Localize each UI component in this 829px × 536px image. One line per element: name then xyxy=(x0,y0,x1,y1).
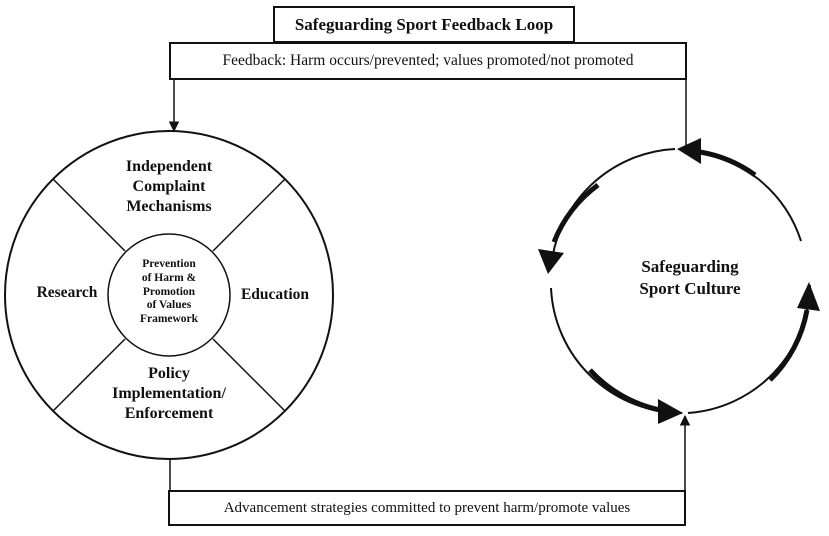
feedback-label: Feedback: Harm occurs/prevented; values … xyxy=(222,52,634,69)
culture-line-1: Safeguarding xyxy=(641,257,739,276)
culture-arc-upper xyxy=(689,150,802,242)
framework-inner-circle xyxy=(107,233,231,357)
center-line-2: of Harm & xyxy=(141,271,197,284)
feedback-box xyxy=(169,42,687,80)
spoke-bottom-right xyxy=(212,338,286,412)
segment-research: Research xyxy=(36,284,98,301)
advancement-label: Advancement strategies committed to prev… xyxy=(223,499,631,516)
segment-top-line-1: Independent xyxy=(125,158,213,175)
segment-bottom-line-3: Enforcement xyxy=(124,405,214,422)
center-line-3: Promotion xyxy=(142,285,196,298)
segment-bottom-line-1: Policy xyxy=(148,365,190,382)
center-line-1: Prevention xyxy=(142,258,196,270)
safeguarding-sport-culture-label: Safeguarding Sport Culture xyxy=(620,256,760,300)
segment-bottom-line-2: Implementation/ xyxy=(112,385,226,402)
culture-arrowhead-top xyxy=(677,138,701,164)
culture-arc-left xyxy=(550,148,676,269)
culture-arrowhead-bottom xyxy=(658,399,683,424)
spoke-top-right xyxy=(212,178,286,252)
advancement-box xyxy=(168,490,686,526)
culture-arrowhead-right xyxy=(797,282,820,311)
culture-arc-upper-head xyxy=(699,149,757,178)
framework-center-label: Prevention of Harm & Promotion of Values… xyxy=(119,258,219,327)
segment-education: Education xyxy=(240,286,310,303)
spoke-top-left xyxy=(52,178,126,252)
center-line-5: Framework xyxy=(139,313,199,326)
segment-top-line-3: Mechanisms xyxy=(126,198,212,215)
culture-arc-right-head xyxy=(768,309,810,382)
title-box xyxy=(273,6,575,43)
segment-top-line-2: Complaint xyxy=(132,178,206,195)
segment-independent-complaint-mechanisms: Independent Complaint Mechanisms xyxy=(109,157,229,217)
culture-arc-left-head xyxy=(551,182,600,243)
culture-arrowhead-left xyxy=(538,249,564,274)
culture-arc-lower-head xyxy=(588,368,661,413)
center-line-4: of Values xyxy=(146,299,192,312)
culture-line-2: Sport Culture xyxy=(639,279,741,299)
culture-cycle xyxy=(538,138,820,424)
diagram-title: Safeguarding Sport Feedback Loop xyxy=(294,14,554,34)
spoke-bottom-left xyxy=(52,338,126,412)
segment-policy-implementation-enforcement: Policy Implementation/ Enforcement xyxy=(99,364,239,424)
